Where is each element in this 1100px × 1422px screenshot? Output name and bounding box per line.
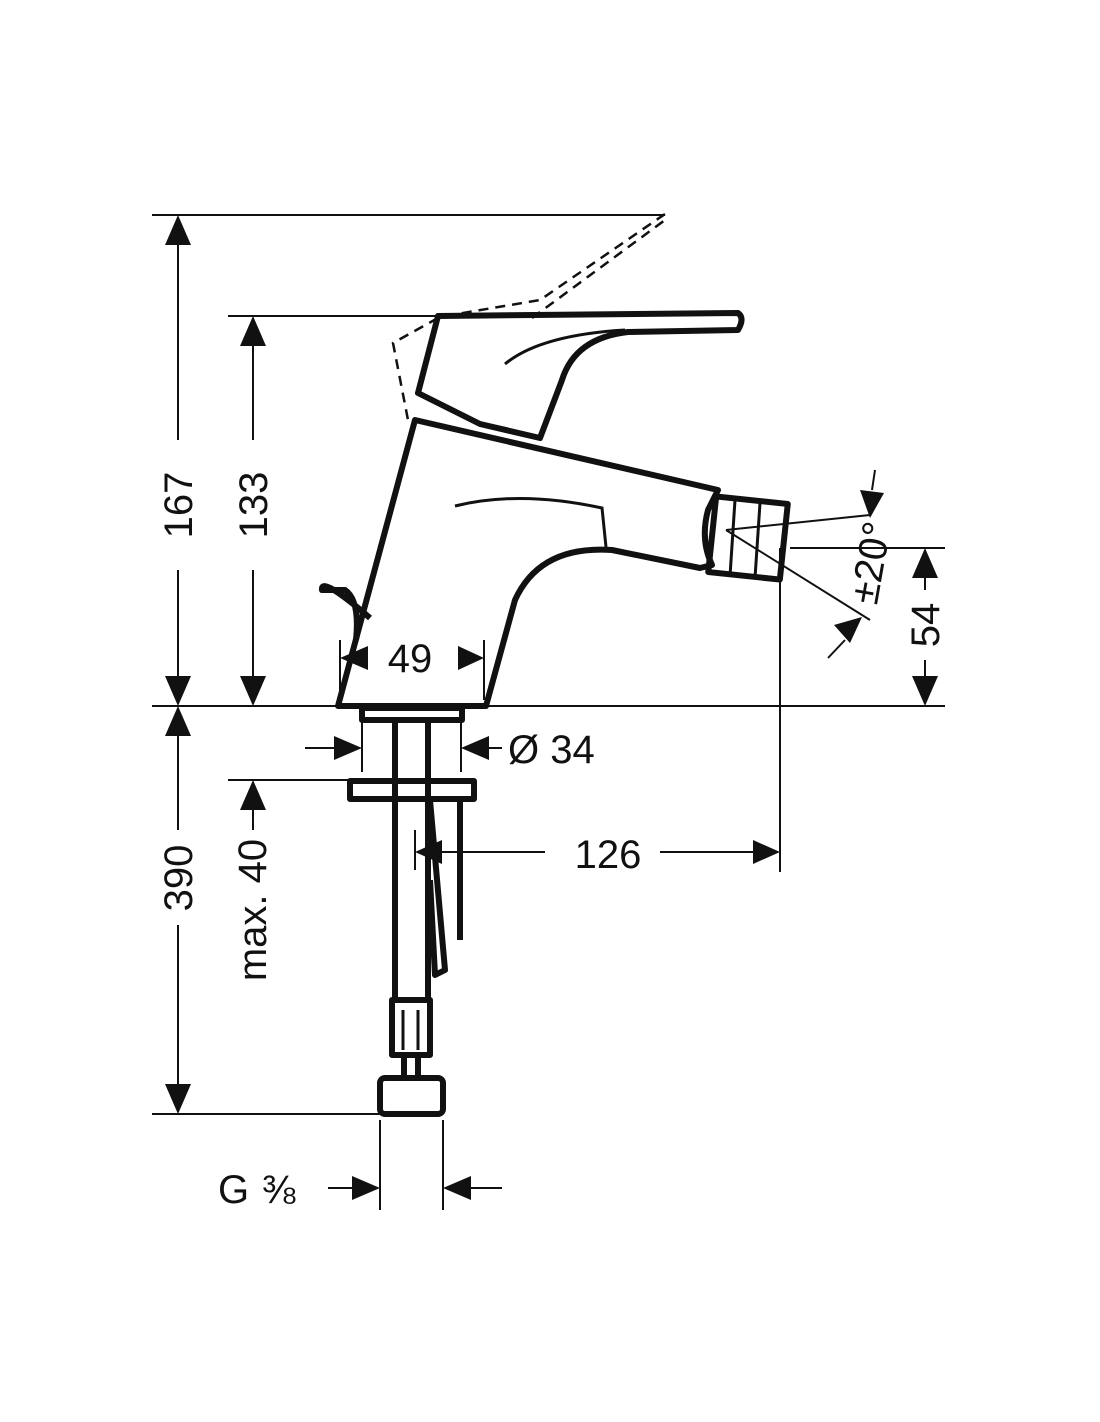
faucet-outline [319, 212, 871, 1117]
reference-lines [152, 214, 945, 1210]
dim-390-label: 390 [157, 845, 201, 912]
dim-54-label: 54 [904, 603, 948, 648]
dim-126-label: 126 [575, 833, 642, 877]
dimension-167: 167 [157, 215, 201, 706]
dimension-max-40: max. 40 [231, 780, 275, 981]
dimension-angle-20: ±20° [827, 469, 900, 659]
dimension-133: 133 [232, 316, 276, 706]
dim-g-size-label: ⅜ [262, 1168, 296, 1212]
dimension-g38: G ⅜ [218, 1168, 502, 1212]
dimension-126: 126 [415, 833, 780, 877]
dim-g-label: G [218, 1168, 249, 1212]
dim-angle-label: ±20° [842, 518, 900, 607]
dimension-54: 54 [904, 548, 948, 706]
dimension-49: 49 [340, 637, 484, 681]
dim-max40-label: max. 40 [231, 839, 275, 981]
dim-49-label: 49 [388, 637, 433, 681]
dim-167-label: 167 [157, 472, 201, 539]
dimension-390: 390 [157, 706, 201, 1114]
dim-133-label: 133 [232, 472, 276, 539]
dim-34-label: Ø 34 [508, 728, 595, 772]
dimension-diameter-34: Ø 34 [305, 728, 595, 772]
